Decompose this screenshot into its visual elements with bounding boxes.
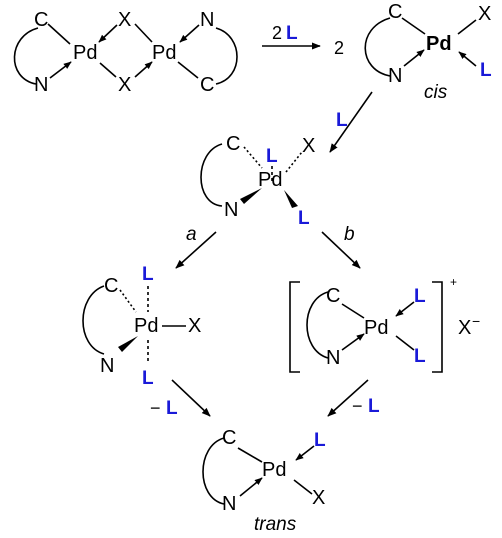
cis-atom-c: C xyxy=(388,1,402,23)
b-ligand-top: L xyxy=(414,286,426,307)
b-counter-anion: X xyxy=(458,317,471,339)
trans-ligand: L xyxy=(314,430,326,451)
dimer-atom-pd2: Pd xyxy=(152,42,176,64)
cis-label: cis xyxy=(424,82,448,103)
trans-atom-pd: Pd xyxy=(262,459,286,481)
a-atom-c: C xyxy=(104,275,118,297)
int-atom-pd: Pd xyxy=(258,169,282,191)
arrow1-ligand: L xyxy=(286,23,298,44)
five-coordinate-intermediate: C N L X Pd L xyxy=(200,133,315,229)
arrow2-ligand: L xyxy=(336,110,348,131)
b-atom-n: N xyxy=(326,347,340,369)
cis-atom-n: N xyxy=(388,65,402,87)
dimer-complex: C N Pd X X Pd N C xyxy=(13,9,238,96)
b-anion-charge: − xyxy=(472,313,480,329)
cis-monomer: 2 C N Pd X L cis xyxy=(334,1,492,103)
dimer-atom-c2: C xyxy=(200,74,214,96)
minus-ligand-right: L xyxy=(368,396,380,417)
arrow-minus-l-left: − L xyxy=(150,379,211,419)
int-atom-c: C xyxy=(226,133,240,155)
path-b-ionic-complex: + C N Pd L L X − xyxy=(289,275,480,373)
a-ligand-bottom: L xyxy=(142,368,154,389)
dimer-atom-pd1: Pd xyxy=(73,42,97,64)
cis-atom-x: X xyxy=(478,3,491,25)
cis-ligand: L xyxy=(480,60,492,81)
b-cation-charge: + xyxy=(450,275,457,289)
arrow-minus-l-right: − L xyxy=(327,379,380,417)
int-atom-x: X xyxy=(302,135,315,157)
dimer-bridge-x2: X xyxy=(118,74,131,96)
path-a-complex: L C Pd X N L xyxy=(82,264,201,389)
b-ligand-bottom: L xyxy=(414,346,426,367)
a-atom-x: X xyxy=(188,315,201,337)
b-atom-c: C xyxy=(326,285,340,307)
a-atom-n: N xyxy=(100,355,114,377)
a-atom-pd: Pd xyxy=(134,315,158,337)
dimer-atom-n1: N xyxy=(34,74,48,96)
dimer-atom-n2: N xyxy=(200,9,214,31)
reaction-arrow-1: 2 L xyxy=(262,23,321,50)
dimer-atom-c1: C xyxy=(34,9,48,31)
cis-atom-pd: Pd xyxy=(426,33,452,55)
minus-sign-left: − xyxy=(150,398,161,418)
trans-atom-c: C xyxy=(222,427,236,449)
pathway-b-label: b xyxy=(344,224,355,245)
b-atom-pd: Pd xyxy=(364,317,388,339)
int-ligand-top: L xyxy=(266,146,278,167)
trans-label: trans xyxy=(254,514,297,535)
int-atom-n: N xyxy=(224,199,238,221)
dimer-bridge-x1: X xyxy=(118,9,131,31)
reaction-arrow-2: L xyxy=(329,91,373,153)
arrow1-coefficient: 2 xyxy=(272,23,282,43)
minus-sign-right: − xyxy=(352,396,363,416)
a-ligand-top: L xyxy=(142,264,154,285)
trans-product: C N Pd L X trans xyxy=(202,427,326,535)
minus-ligand-left: L xyxy=(166,398,178,419)
product-coefficient: 2 xyxy=(334,38,344,58)
trans-atom-n: N xyxy=(222,493,236,515)
int-ligand-bottom: L xyxy=(298,208,310,229)
pathway-b-arrow: b xyxy=(321,224,361,269)
pathway-a-label: a xyxy=(186,224,197,245)
pathway-a-arrow: a xyxy=(175,224,217,269)
trans-atom-x: X xyxy=(312,487,325,509)
